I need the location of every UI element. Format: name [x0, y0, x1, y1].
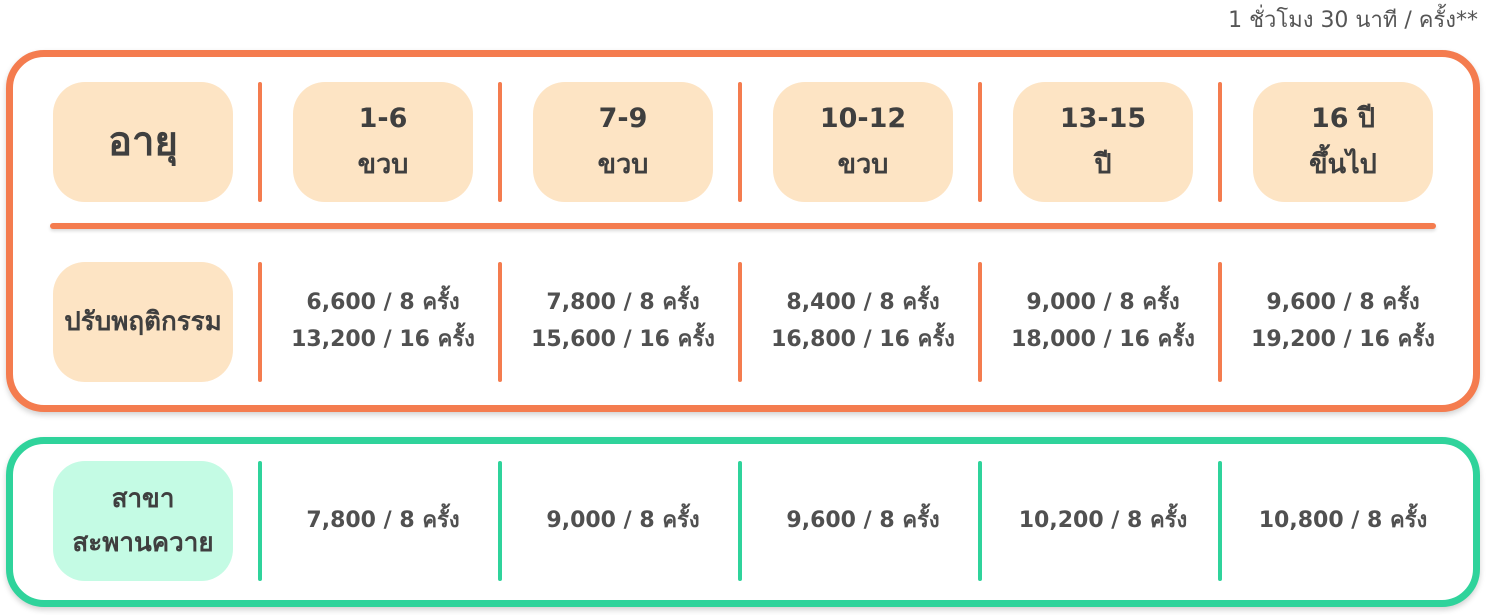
header-divider: [50, 223, 1436, 229]
price-8-sessions: 9,600 / 8 ครั้ง: [1266, 290, 1420, 315]
branch-price-16-plus: 10,800 / 8 ครั้ง: [1228, 502, 1458, 539]
price-16-sessions: 19,200 / 16 ครั้ง: [1251, 327, 1435, 352]
branch-price-card: [6, 437, 1480, 607]
age-unit: ขวบ: [357, 149, 409, 180]
age-range: 16 ปี: [1310, 103, 1376, 134]
price-16-sessions: 18,000 / 16 ครั้ง: [1011, 327, 1195, 352]
column-divider: [258, 461, 262, 581]
behavior-price-10-12: 8,400 / 8 ครั้ง 16,800 / 16 ครั้ง: [748, 284, 978, 358]
price-8-sessions: 10,200 / 8 ครั้ง: [1018, 508, 1188, 533]
session-duration-note: 1 ชั่วโมง 30 นาที / ครั้ง**: [1228, 8, 1478, 33]
column-divider: [1218, 262, 1222, 382]
branch-label-line1: สาขา: [111, 484, 175, 514]
branch-price-13-15: 10,200 / 8 ครั้ง: [988, 502, 1218, 539]
branch-label-line2: สะพานควาย: [72, 528, 214, 558]
behavior-price-16-plus: 9,600 / 8 ครั้ง 19,200 / 16 ครั้ง: [1228, 284, 1458, 358]
column-divider: [978, 82, 982, 202]
price-8-sessions: 8,400 / 8 ครั้ง: [786, 290, 940, 315]
branch-price-10-12: 9,600 / 8 ครั้ง: [748, 502, 978, 539]
age-range: 13-15: [1059, 103, 1147, 134]
age-range: 10-12: [819, 103, 907, 134]
age-column-16-plus: 16 ปี ขึ้นไป: [1253, 82, 1433, 202]
price-16-sessions: 16,800 / 16 ครั้ง: [771, 327, 955, 352]
age-header-label: อายุ: [53, 82, 233, 202]
branch-row-label: สาขา สะพานควาย: [53, 461, 233, 581]
age-column-1-6: 1-6 ขวบ: [293, 82, 473, 202]
age-column-10-12: 10-12 ขวบ: [773, 82, 953, 202]
age-column-13-15: 13-15 ปี: [1013, 82, 1193, 202]
price-8-sessions: 9,000 / 8 ครั้ง: [546, 508, 700, 533]
behavior-price-7-9: 7,800 / 8 ครั้ง 15,600 / 16 ครั้ง: [508, 284, 738, 358]
column-divider: [738, 82, 742, 202]
price-16-sessions: 13,200 / 16 ครั้ง: [291, 327, 475, 352]
column-divider: [258, 82, 262, 202]
behavior-label-text: ปรับพฤติกรรม: [64, 307, 222, 337]
price-8-sessions: 7,800 / 8 ครั้ง: [546, 290, 700, 315]
behavior-row-label: ปรับพฤติกรรม: [53, 262, 233, 382]
price-8-sessions: 6,600 / 8 ครั้ง: [306, 290, 460, 315]
age-column-7-9: 7-9 ขวบ: [533, 82, 713, 202]
column-divider: [738, 461, 742, 581]
price-8-sessions: 10,800 / 8 ครั้ง: [1258, 508, 1428, 533]
age-range: 7-9: [598, 103, 648, 134]
age-label-text: อายุ: [108, 119, 178, 165]
column-divider: [978, 262, 982, 382]
price-16-sessions: 15,600 / 16 ครั้ง: [531, 327, 715, 352]
behavior-price-1-6: 6,600 / 8 ครั้ง 13,200 / 16 ครั้ง: [268, 284, 498, 358]
branch-price-1-6: 7,800 / 8 ครั้ง: [268, 502, 498, 539]
age-range: 1-6: [358, 103, 408, 134]
age-unit: ขวบ: [837, 149, 889, 180]
column-divider: [1218, 461, 1222, 581]
age-unit: ปี: [1094, 149, 1112, 180]
column-divider: [498, 82, 502, 202]
behavior-price-13-15: 9,000 / 8 ครั้ง 18,000 / 16 ครั้ง: [988, 284, 1218, 358]
column-divider: [498, 461, 502, 581]
column-divider: [258, 262, 262, 382]
column-divider: [978, 461, 982, 581]
column-divider: [738, 262, 742, 382]
price-8-sessions: 7,800 / 8 ครั้ง: [306, 508, 460, 533]
branch-price-7-9: 9,000 / 8 ครั้ง: [508, 502, 738, 539]
price-8-sessions: 9,000 / 8 ครั้ง: [1026, 290, 1180, 315]
behavior-price-card: [6, 50, 1480, 412]
column-divider: [1218, 82, 1222, 202]
column-divider: [498, 262, 502, 382]
age-unit: ขวบ: [597, 149, 649, 180]
price-8-sessions: 9,600 / 8 ครั้ง: [786, 508, 940, 533]
age-unit: ขึ้นไป: [1309, 149, 1377, 180]
